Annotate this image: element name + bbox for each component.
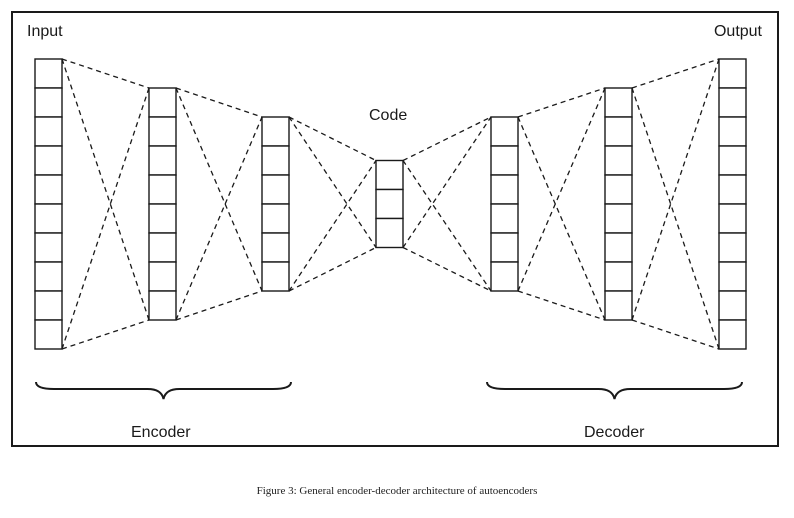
layer-3 — [261, 116, 290, 292]
neuron-cell — [375, 188, 404, 220]
connection-line — [631, 58, 720, 321]
connection-line — [402, 246, 492, 292]
decoder-brace — [486, 381, 743, 400]
neuron-cell — [34, 232, 63, 263]
decoder-label: Decoder — [584, 424, 645, 441]
neuron-cell — [490, 174, 519, 205]
neuron-cell — [34, 87, 63, 118]
connection-line — [517, 87, 606, 118]
neuron-cell — [604, 87, 633, 118]
neuron-cell — [148, 232, 177, 263]
neuron-cell — [490, 232, 519, 263]
neuron-cell — [34, 145, 63, 176]
connection-line — [175, 116, 263, 321]
layer-4 — [375, 159, 404, 249]
connection-line — [517, 290, 606, 321]
neuron-cell — [261, 261, 290, 292]
connection-line — [631, 87, 720, 350]
neuron-cell — [261, 145, 290, 176]
neuron-cell — [604, 232, 633, 263]
neuron-cell — [490, 203, 519, 234]
connection-line — [175, 87, 263, 118]
neuron-cell — [604, 145, 633, 176]
connection-line — [288, 116, 377, 162]
neuron-cell — [148, 87, 177, 118]
encoder-brace — [35, 381, 292, 400]
neuron-cell — [148, 261, 177, 292]
neuron-cell — [261, 232, 290, 263]
neuron-cell — [148, 116, 177, 147]
layer-6 — [604, 87, 633, 321]
connection-line — [175, 290, 263, 321]
neuron-cell — [34, 290, 63, 321]
neuron-cell — [718, 145, 747, 176]
neuron-cell — [718, 58, 747, 89]
neuron-cell — [34, 319, 63, 350]
connection-line — [61, 58, 150, 321]
connection-line — [288, 116, 377, 248]
neuron-cell — [34, 58, 63, 89]
neuron-cell — [718, 290, 747, 321]
neuron-cell — [718, 203, 747, 234]
neuron-cell — [718, 87, 747, 118]
figure-caption: Figure 3: General encoder-decoder archit… — [256, 485, 538, 497]
neuron-cell — [148, 145, 177, 176]
neuron-cell — [375, 217, 404, 249]
neuron-cell — [604, 174, 633, 205]
neuron-cell — [718, 174, 747, 205]
neuron-cell — [718, 319, 747, 350]
neuron-cell — [261, 116, 290, 147]
neuron-cell — [34, 174, 63, 205]
neuron-cell — [604, 261, 633, 292]
neuron-cell — [34, 116, 63, 147]
neuron-cell — [718, 232, 747, 263]
layer-5 — [490, 116, 519, 292]
neuron-cell — [34, 261, 63, 292]
neuron-cell — [261, 203, 290, 234]
neuron-cell — [148, 174, 177, 205]
code-label: Code — [369, 107, 408, 124]
connection-line — [402, 116, 492, 248]
layer-1 — [34, 58, 63, 350]
connection-line — [61, 319, 150, 350]
neuron-cell — [34, 203, 63, 234]
layer-2 — [148, 87, 177, 321]
connection-line — [402, 160, 492, 292]
neuron-cell — [718, 116, 747, 147]
layer-7 — [718, 58, 747, 350]
connection-line — [61, 58, 150, 89]
neuron-cell — [604, 116, 633, 147]
connection-line — [402, 116, 492, 162]
neuron-cell — [604, 203, 633, 234]
connection-line — [61, 87, 150, 350]
neuron-cell — [490, 261, 519, 292]
neuron-cell — [375, 159, 404, 191]
encoder-label: Encoder — [131, 424, 191, 441]
neuron-cell — [604, 290, 633, 321]
connection-line — [631, 319, 720, 350]
output-label: Output — [713, 23, 762, 40]
figure-frame — [11, 11, 779, 447]
connection-line — [631, 58, 720, 89]
connection-line — [288, 160, 377, 292]
connection-line — [517, 87, 606, 292]
connection-line — [288, 246, 377, 292]
connection-line — [517, 116, 606, 321]
input-label: Input — [27, 23, 63, 40]
neuron-cell — [148, 290, 177, 321]
neuron-cell — [490, 116, 519, 147]
neuron-cell — [148, 203, 177, 234]
connection-line — [175, 87, 263, 292]
neuron-cell — [261, 174, 290, 205]
neuron-cell — [718, 261, 747, 292]
neuron-cell — [490, 145, 519, 176]
